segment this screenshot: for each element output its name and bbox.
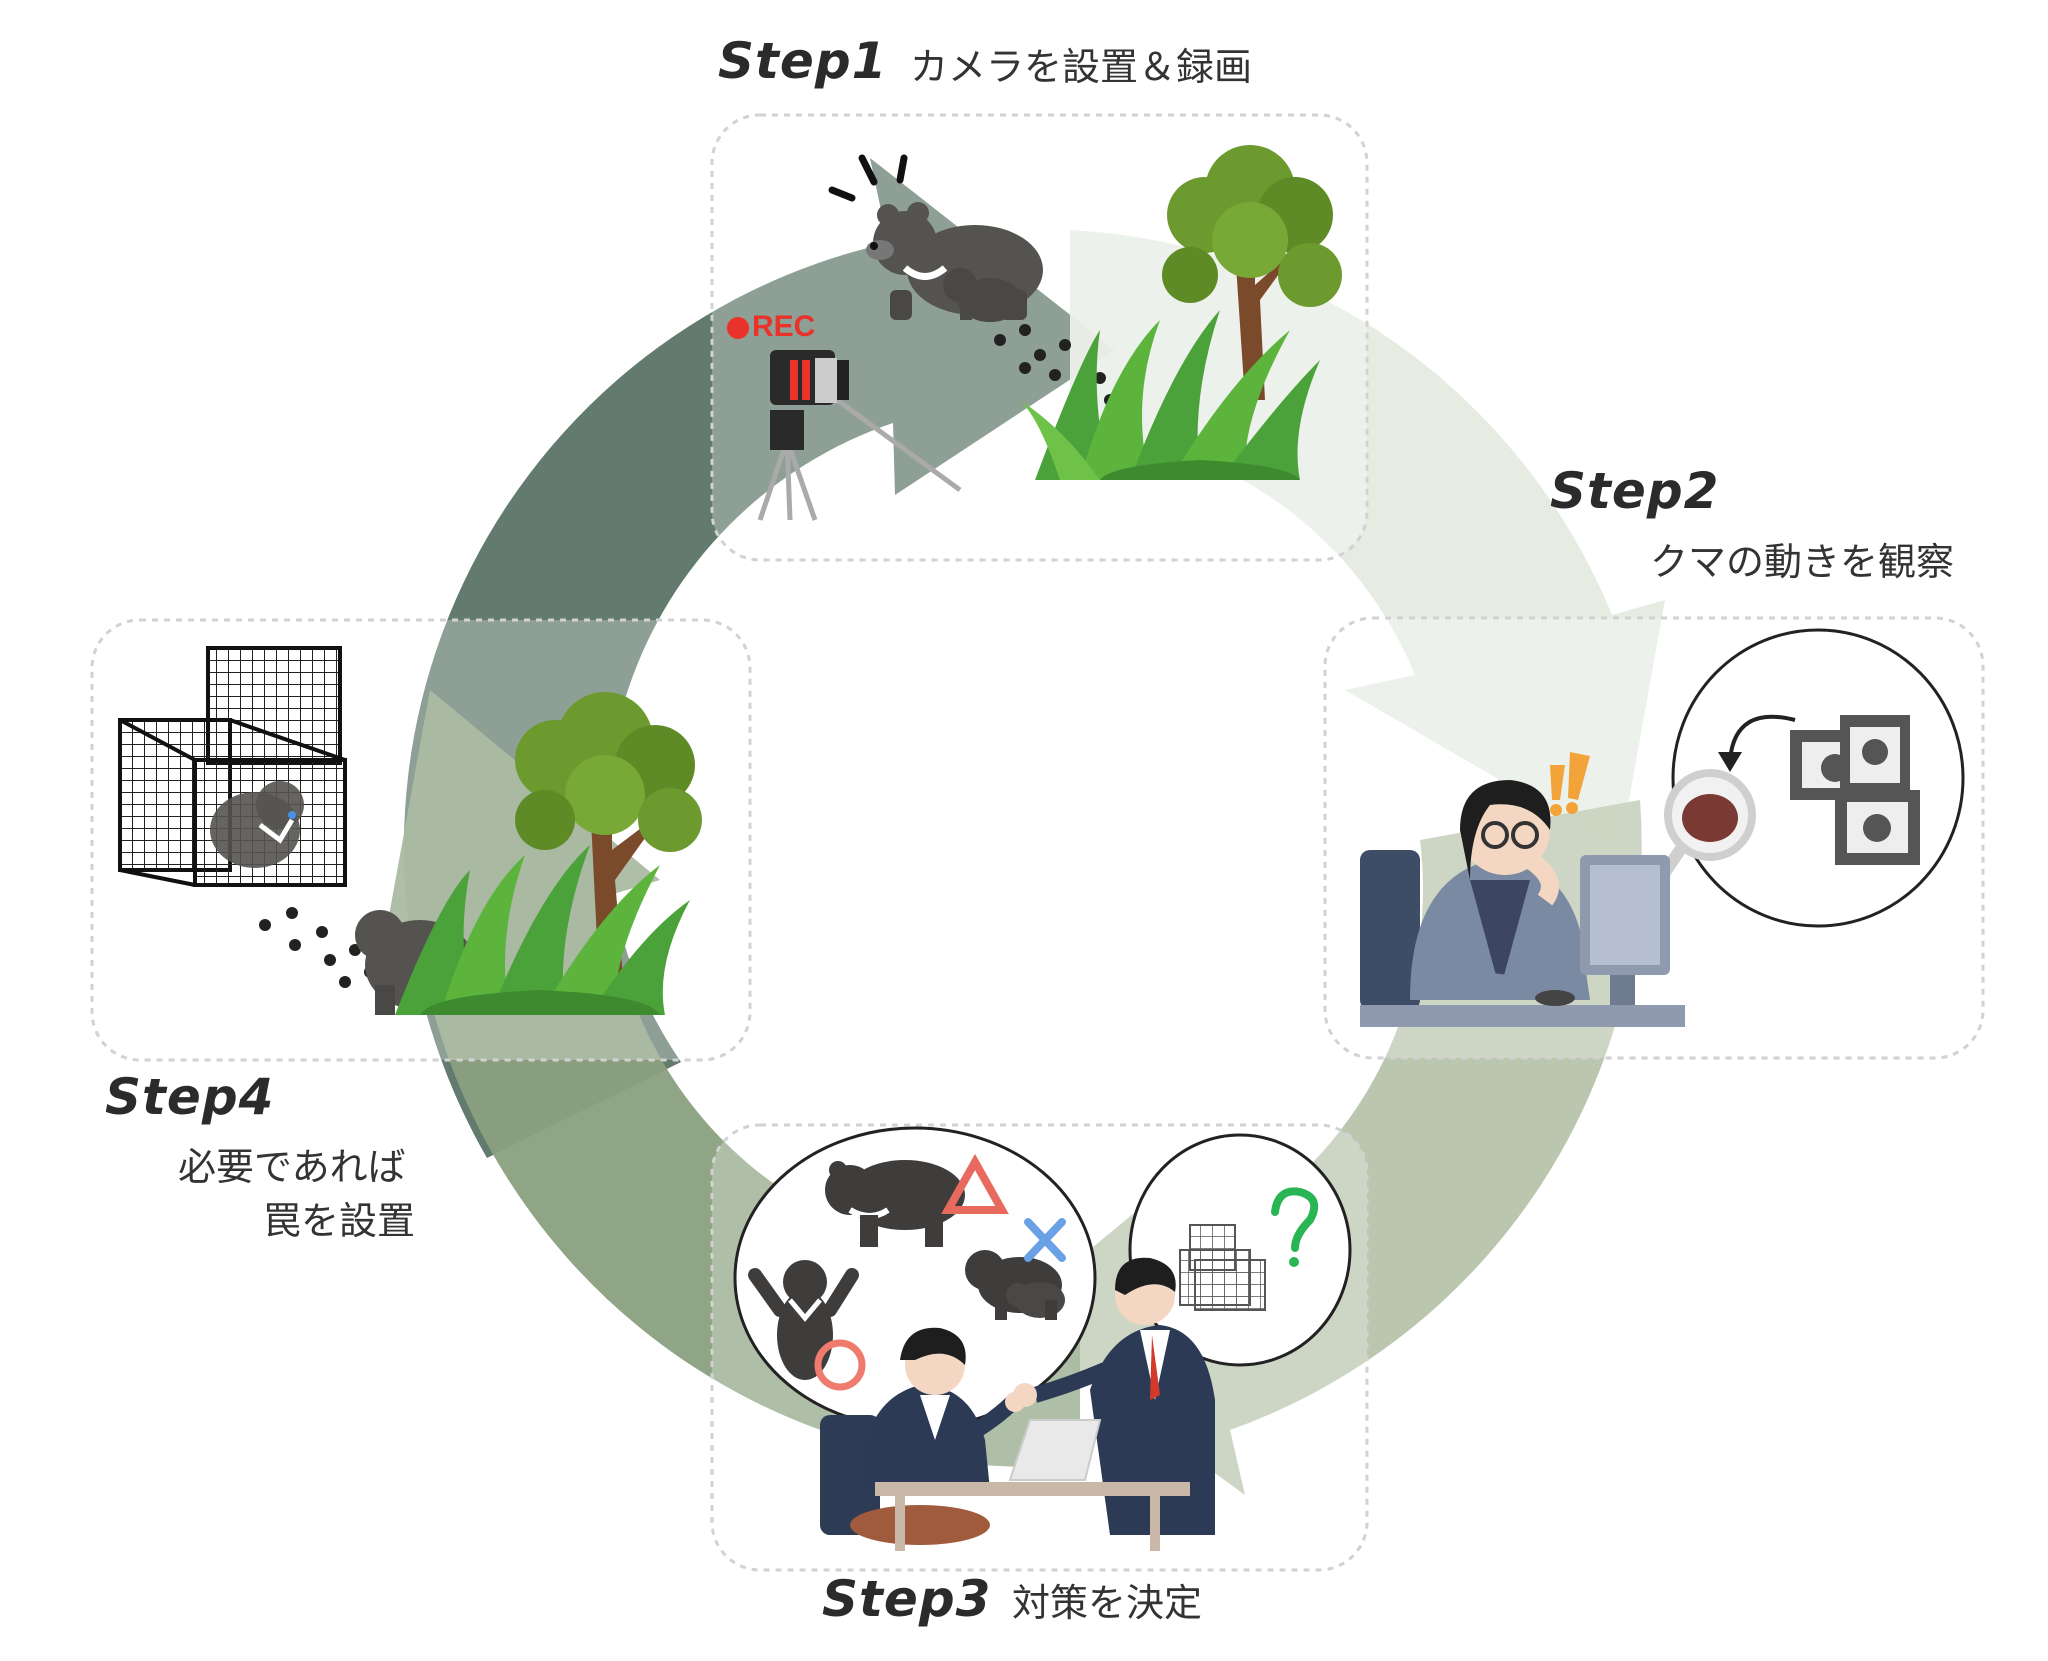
step2-description: クマの動きを観察 (1650, 540, 1955, 584)
camera-icon (770, 350, 849, 405)
step1-description: カメラを設置＆録画 (910, 45, 1253, 89)
laptop-icon (1008, 1419, 1102, 1481)
curved-arrow-icon (1728, 714, 1796, 761)
step4-illustration (118, 646, 702, 1015)
step3-description: 対策を決定 (1012, 1581, 1203, 1625)
exclamation-icon (1550, 752, 1590, 816)
triangle-mark-icon (941, 1153, 1009, 1214)
step1-label: Step1 (718, 32, 888, 90)
question-mark-icon (1271, 1187, 1319, 1252)
film-strip-icon (1790, 715, 1920, 865)
grass-icon (395, 845, 690, 1015)
cycle-arrow-step1 (1070, 230, 1665, 850)
step4-description-line2: 罠を設置 (263, 1199, 416, 1243)
step3-label: Step3 (822, 1570, 992, 1628)
step2-label: Step2 (1550, 462, 1720, 520)
step3-illustration (733, 1126, 1352, 1551)
desk-icon (1360, 1005, 1685, 1027)
step4-description-line1: 必要であれば (178, 1145, 406, 1189)
rec-label: REC (752, 310, 816, 343)
person-woman-icon (850, 1327, 1021, 1545)
step4-label: Step4 (105, 1068, 275, 1126)
rec-dot-icon (727, 317, 749, 339)
circle-mark-icon (814, 1339, 866, 1391)
bear-trapped-icon (210, 781, 304, 868)
step1-illustration (727, 145, 1342, 521)
table-icon (875, 1482, 1190, 1496)
cage-small-icon (1179, 1224, 1266, 1311)
chair-icon (1360, 850, 1420, 1010)
step2-illustration (1360, 628, 1965, 1027)
cross-mark-icon (1024, 1218, 1066, 1262)
monitor-icon (1580, 855, 1670, 1005)
paw-print-icon (259, 907, 376, 988)
bear-icon (825, 1160, 965, 1247)
bear-cub-icon (943, 268, 1022, 322)
alert-lines-icon (828, 154, 908, 202)
person-icon (1410, 780, 1590, 1000)
mouse-icon (1535, 990, 1575, 1006)
bear-family-icon (965, 1250, 1065, 1320)
grass-icon (1020, 310, 1320, 480)
tree-icon (1162, 145, 1342, 400)
